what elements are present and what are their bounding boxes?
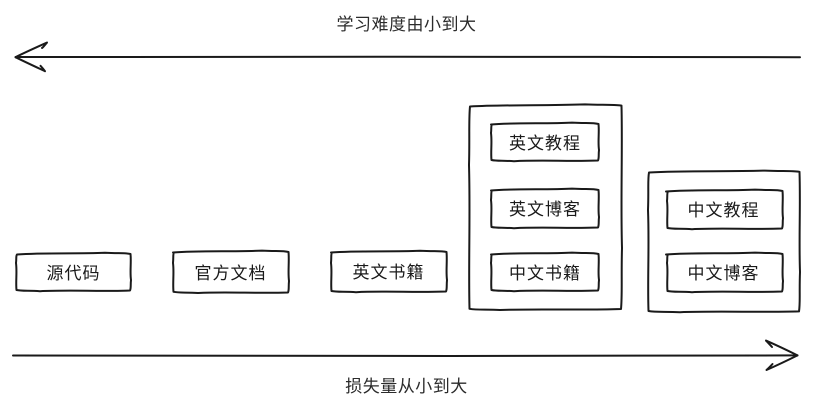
- group-box-chinese-tutorials[interactable]: [647, 169, 801, 314]
- node-label-chinese-blogs[interactable]: 中文博客: [687, 264, 760, 284]
- node-box-chinese-tutorials[interactable]: [665, 188, 784, 231]
- node-label-source-code[interactable]: 源代码: [46, 264, 101, 284]
- node-label-chinese-tutorials[interactable]: 中文教程: [687, 201, 760, 221]
- node-label-official-docs[interactable]: 官方文档: [194, 263, 267, 284]
- bottom-axis-arrow: [12, 339, 799, 371]
- node-box-english-tutorials[interactable]: [490, 121, 600, 163]
- top-axis-arrow: [14, 41, 801, 73]
- node-box-chinese-blogs[interactable]: [665, 251, 784, 294]
- node-label-english-tutorials[interactable]: 英文教程: [509, 133, 581, 154]
- node-box-english-blogs[interactable]: [490, 187, 600, 230]
- node-label-chinese-books[interactable]: 中文书籍: [509, 263, 581, 284]
- node-box-official-docs[interactable]: [172, 249, 290, 294]
- bottom-axis-label: 损失量从小到大: [345, 377, 468, 397]
- node-label-english-books[interactable]: 英文书籍: [352, 263, 425, 283]
- top-axis-label: 学习难度由小到大: [336, 15, 477, 35]
- node-box-english-books[interactable]: [330, 249, 448, 294]
- group-box-english-chinese-books[interactable]: [468, 103, 623, 311]
- node-box-source-code[interactable]: [15, 251, 132, 293]
- node-box-chinese-books[interactable]: [490, 251, 600, 293]
- node-label-english-blogs[interactable]: 英文博客: [509, 200, 581, 220]
